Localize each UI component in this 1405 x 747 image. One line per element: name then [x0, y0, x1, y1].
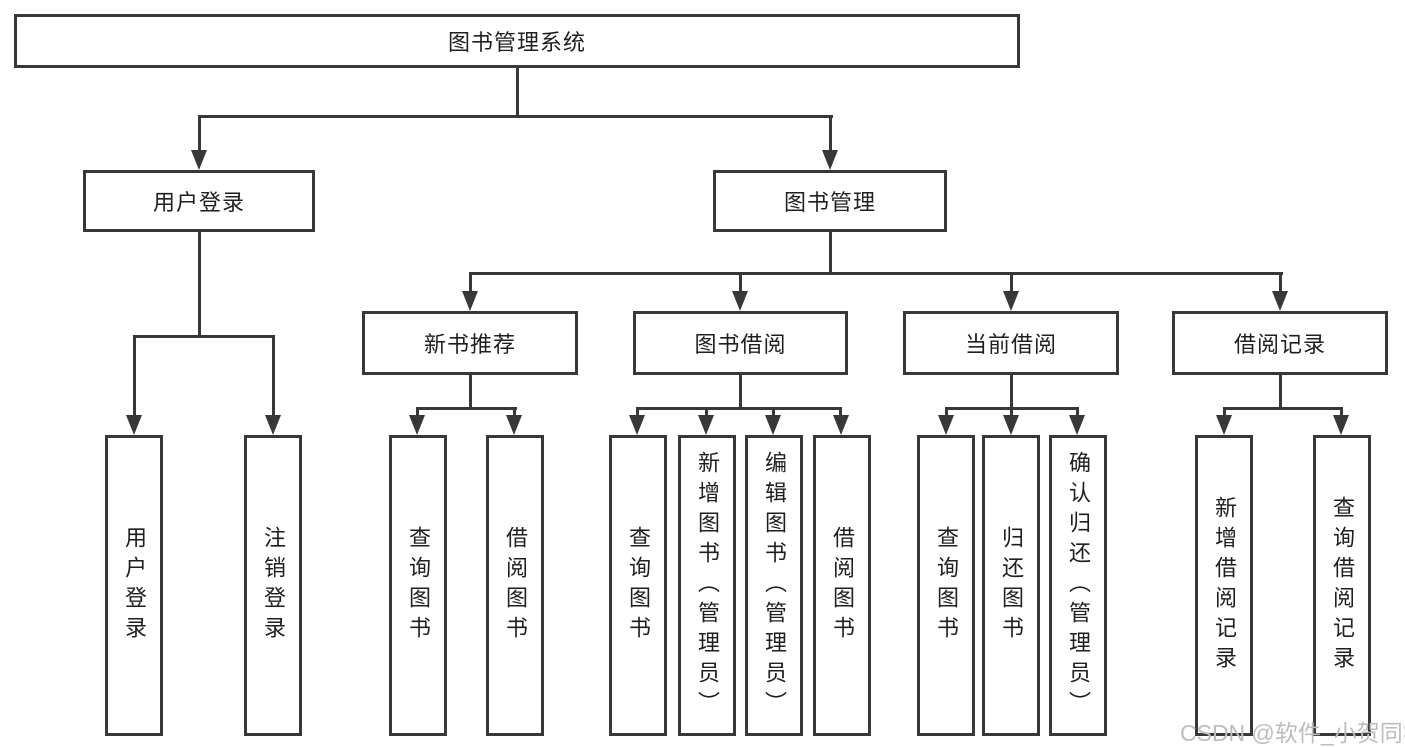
arrow-down-icon [1333, 415, 1349, 435]
connector-line [198, 115, 833, 118]
connector-line [739, 375, 742, 410]
arrow-down-icon [462, 291, 478, 311]
leaf-query-books: 查询图书 [389, 435, 447, 736]
arrow-down-icon [833, 415, 849, 435]
node-label: 新增图书（管理员） [695, 450, 720, 721]
node-user-login: 用户登录 [83, 170, 315, 232]
node-label: 注销登录 [261, 525, 286, 646]
connector-line [1010, 272, 1013, 294]
node-label: 用户登录 [152, 190, 245, 215]
node-label: 图书管理系统 [447, 30, 586, 55]
connector-line [469, 272, 1283, 275]
node-library-management-system: 图书管理系统 [14, 14, 1020, 68]
arrow-down-icon [1069, 415, 1085, 435]
node-label: 编辑图书（管理员） [762, 450, 787, 721]
connector-line [272, 335, 275, 417]
arrow-down-icon [698, 415, 714, 435]
node-new-book-recommend: 新书推荐 [362, 311, 578, 375]
node-label: 当前借阅 [964, 332, 1057, 357]
arrow-down-icon [506, 415, 522, 435]
node-label: 借阅图书 [830, 525, 855, 646]
connector-line [1076, 407, 1079, 419]
arrow-down-icon [765, 415, 781, 435]
connector-line [1010, 375, 1013, 410]
connector-line [416, 407, 517, 410]
connector-line [1340, 407, 1343, 419]
node-book-borrow: 图书借阅 [633, 311, 848, 375]
leaf-add-books-admin: 新增图书（管理员） [678, 435, 736, 736]
connector-line [739, 272, 742, 294]
connector-line [705, 407, 708, 419]
leaf-return-books: 归还图书 [982, 435, 1040, 736]
node-label: 借阅图书 [503, 525, 528, 646]
arrow-down-icon [1003, 291, 1019, 311]
connector-line [1279, 272, 1282, 294]
connector-line [133, 335, 136, 417]
connector-line [469, 272, 472, 294]
leaf-user-login: 用户登录 [105, 435, 163, 736]
node-label: 用户登录 [122, 525, 147, 646]
arrow-down-icon [265, 415, 281, 435]
node-label: 归还图书 [999, 525, 1024, 646]
node-current-borrow: 当前借阅 [903, 311, 1119, 375]
arrow-down-icon [409, 415, 425, 435]
node-label: 查询图书 [406, 525, 431, 646]
leaf-edit-books-admin: 编辑图书（管理员） [745, 435, 803, 736]
connector-line [1010, 407, 1013, 419]
connector-line [636, 407, 842, 410]
node-label: 新书推荐 [423, 332, 516, 357]
arrow-down-icon [629, 415, 645, 435]
leaf-add-borrow-record: 新增借阅记录 [1195, 435, 1253, 736]
node-label: 查询图书 [934, 525, 959, 646]
node-label: 图书管理 [783, 190, 876, 215]
leaf-borrow-books: 借阅图书 [486, 435, 544, 736]
connector-line [839, 407, 842, 419]
connector-line [1279, 375, 1282, 410]
arrow-down-icon [1003, 415, 1019, 435]
connector-line [198, 232, 201, 338]
connector-line [1223, 407, 1343, 410]
leaf-borrow-books: 借阅图书 [813, 435, 871, 736]
connector-line [772, 407, 775, 419]
connector-line [133, 335, 275, 338]
arrow-down-icon [1272, 291, 1288, 311]
leaf-query-books: 查询图书 [609, 435, 667, 736]
node-label: 查询图书 [626, 525, 651, 646]
leaf-query-borrow-record: 查询借阅记录 [1313, 435, 1371, 736]
node-label: 新增借阅记录 [1212, 495, 1237, 676]
node-label: 图书借阅 [694, 332, 787, 357]
node-label: 查询借阅记录 [1330, 495, 1355, 676]
connector-line [636, 407, 639, 419]
connector-line [829, 232, 832, 275]
arrow-down-icon [822, 150, 838, 170]
arrow-down-icon [1216, 415, 1232, 435]
connector-line [829, 115, 832, 152]
connector-line [1223, 407, 1226, 419]
node-label: 借阅记录 [1233, 332, 1326, 357]
connector-line [416, 407, 419, 419]
node-borrow-records: 借阅记录 [1172, 311, 1388, 375]
arrow-down-icon [126, 415, 142, 435]
arrow-down-icon [191, 150, 207, 170]
csdn-watermark: CSDN @软件_小贺同学 [1180, 720, 1405, 746]
connector-line [198, 115, 201, 152]
leaf-query-books: 查询图书 [917, 435, 975, 736]
leaf-logout: 注销登录 [244, 435, 302, 736]
node-label: 确认归还（管理员） [1066, 450, 1091, 721]
connector-line [516, 67, 519, 117]
connector-line [469, 375, 472, 410]
leaf-confirm-return-admin: 确认归还（管理员） [1049, 435, 1107, 736]
arrow-down-icon [938, 415, 954, 435]
arrow-down-icon [732, 291, 748, 311]
connector-line [513, 407, 516, 419]
node-book-management: 图书管理 [713, 170, 947, 232]
connector-line [945, 407, 948, 419]
